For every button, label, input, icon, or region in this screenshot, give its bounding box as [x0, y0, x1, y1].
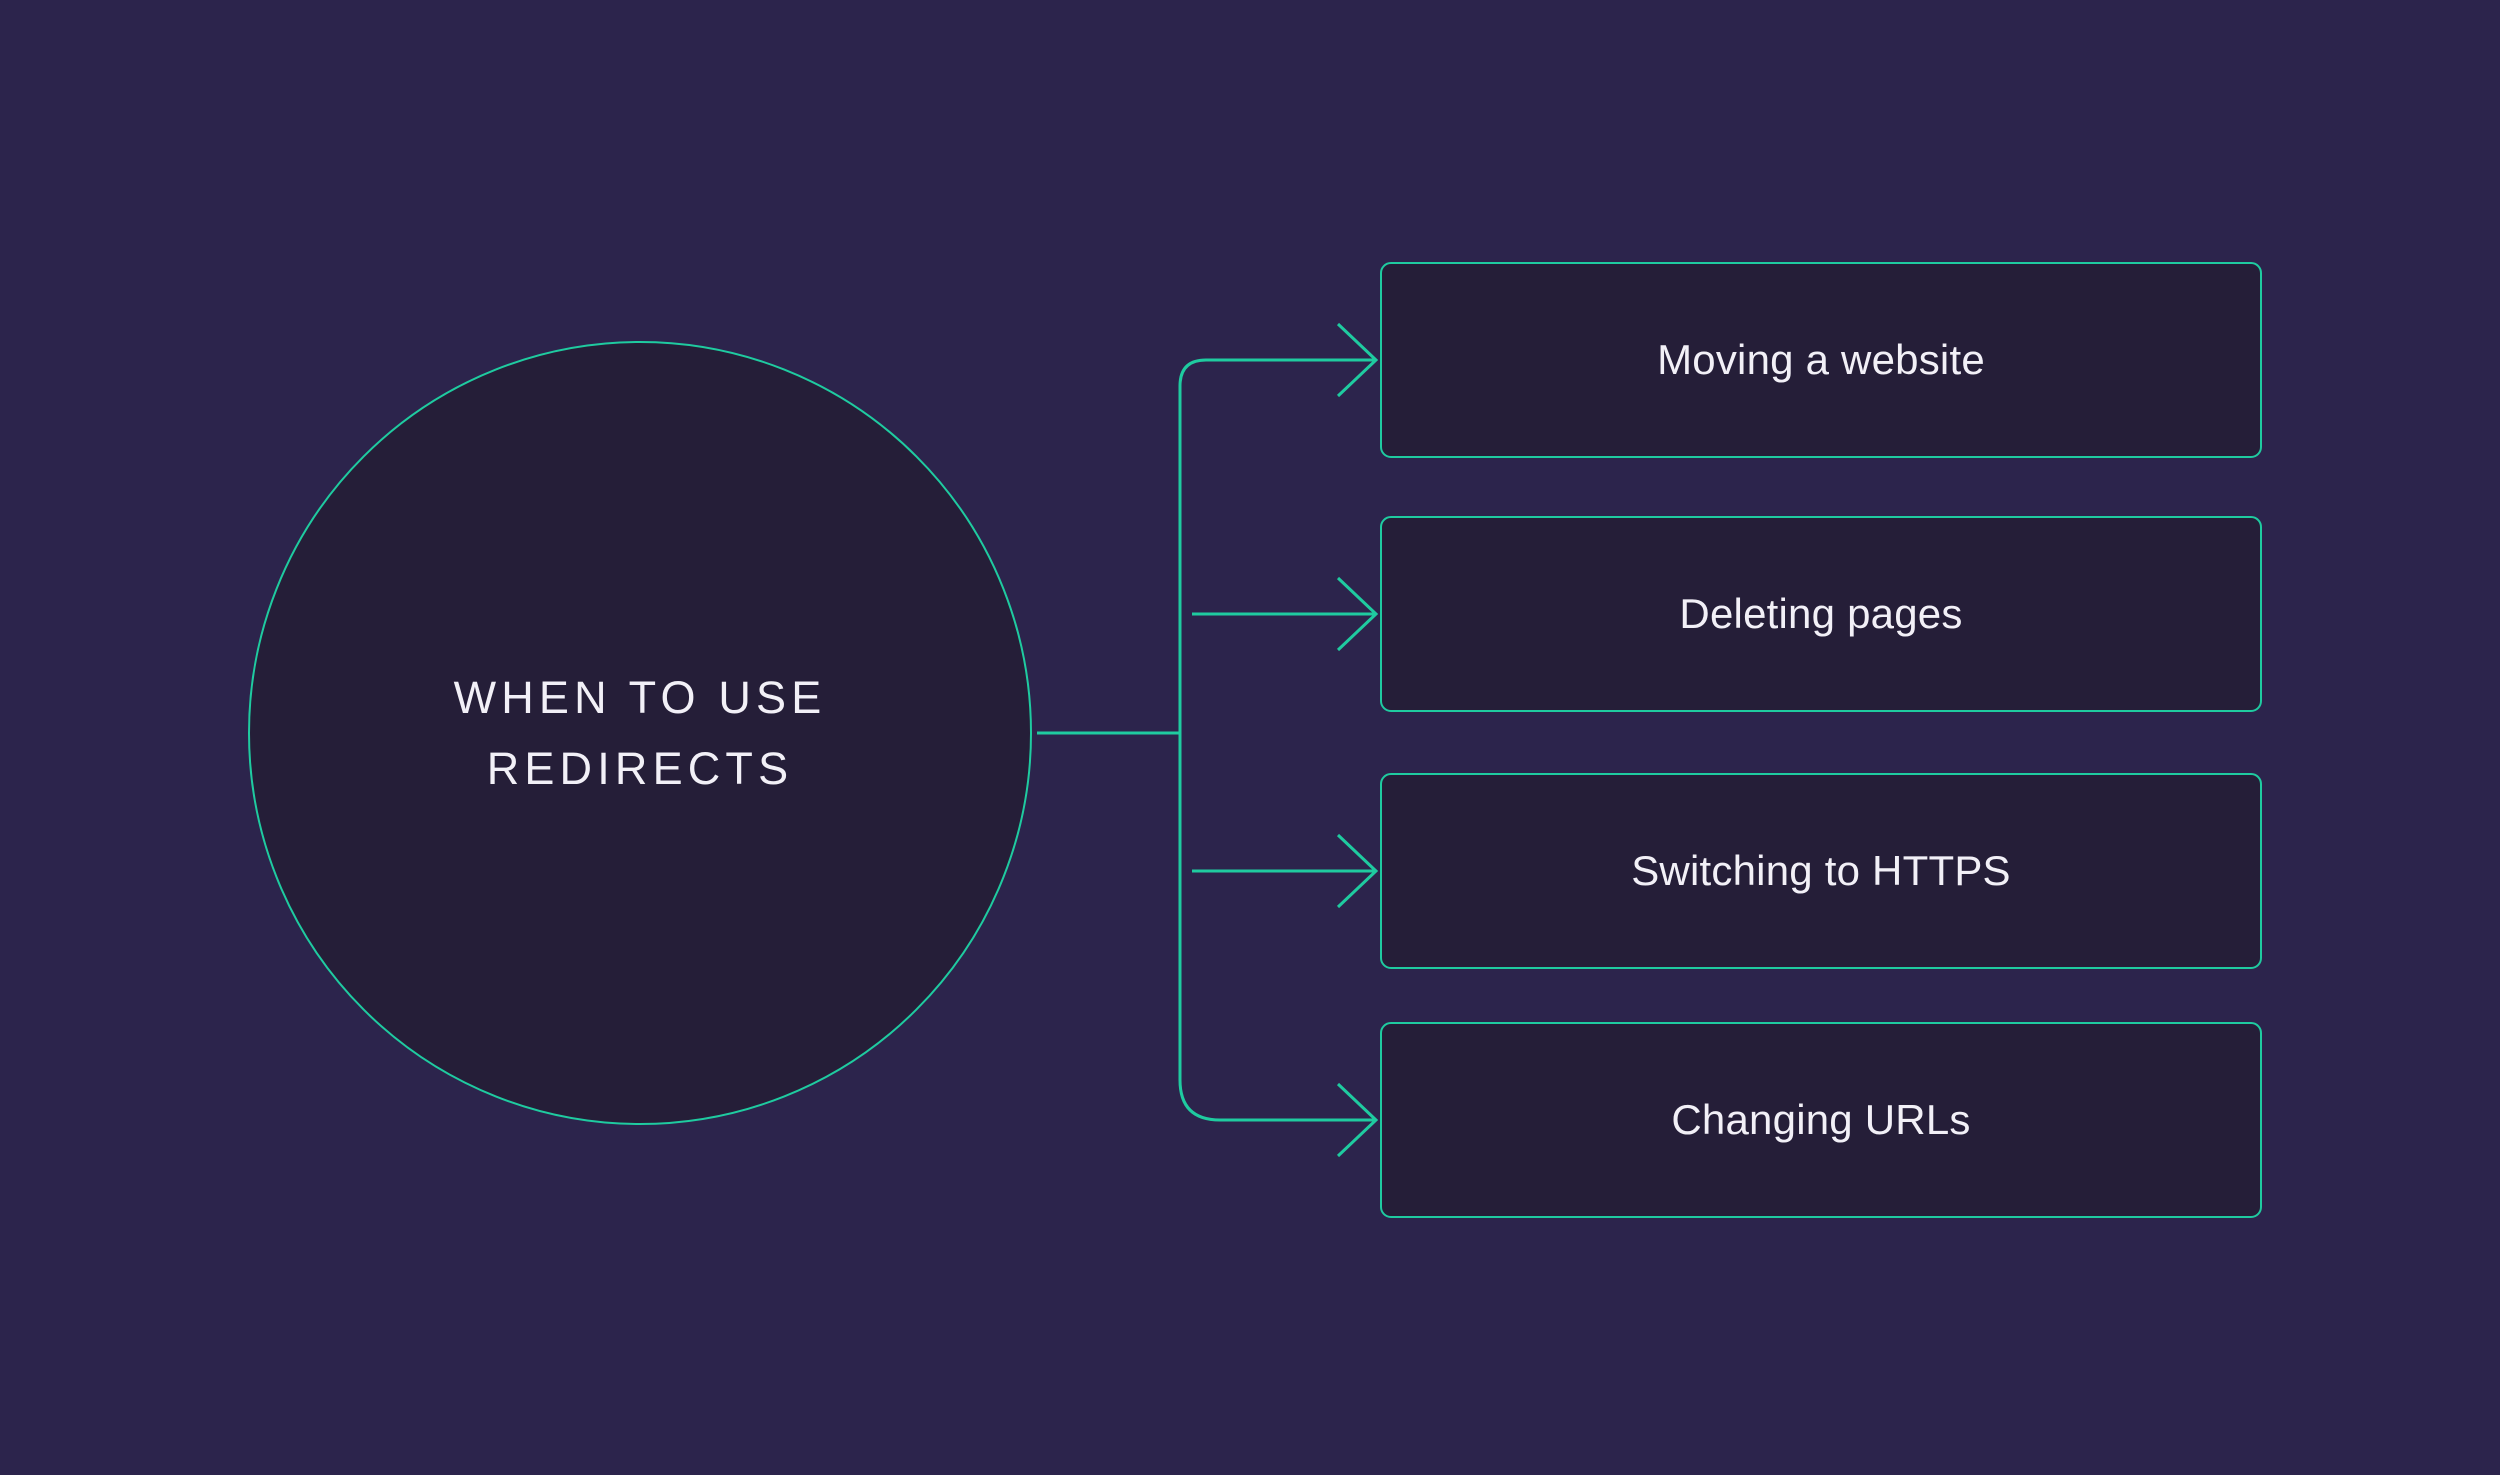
- branch-label: Switching to HTTPS: [1631, 847, 2011, 894]
- branch-label: Moving a website: [1657, 336, 1985, 383]
- branch-label: Deleting pages: [1679, 590, 1963, 637]
- arrowhead-branch-4: [1336, 1082, 1379, 1158]
- arrowhead-branch-1: [1336, 322, 1379, 398]
- branch-node-moving-a-website[interactable]: Moving a website: [1380, 262, 2262, 458]
- hub-node[interactable]: WHEN TO USE REDIRECTS: [248, 341, 1032, 1125]
- connector-branch-1: [1178, 358, 1376, 387]
- branch-label: Changing URLs: [1671, 1096, 1971, 1143]
- branch-node-deleting-pages[interactable]: Deleting pages: [1380, 516, 2262, 712]
- connector-branch-4: [1178, 1079, 1376, 1122]
- arrowhead-branch-2: [1336, 576, 1379, 652]
- hub-label: WHEN TO USE REDIRECTS: [453, 671, 827, 794]
- branch-node-changing-urls[interactable]: Changing URLs: [1380, 1022, 2262, 1218]
- arrowhead-branch-3: [1336, 833, 1379, 909]
- branch-node-switching-to-https[interactable]: Switching to HTTPS: [1380, 773, 2262, 969]
